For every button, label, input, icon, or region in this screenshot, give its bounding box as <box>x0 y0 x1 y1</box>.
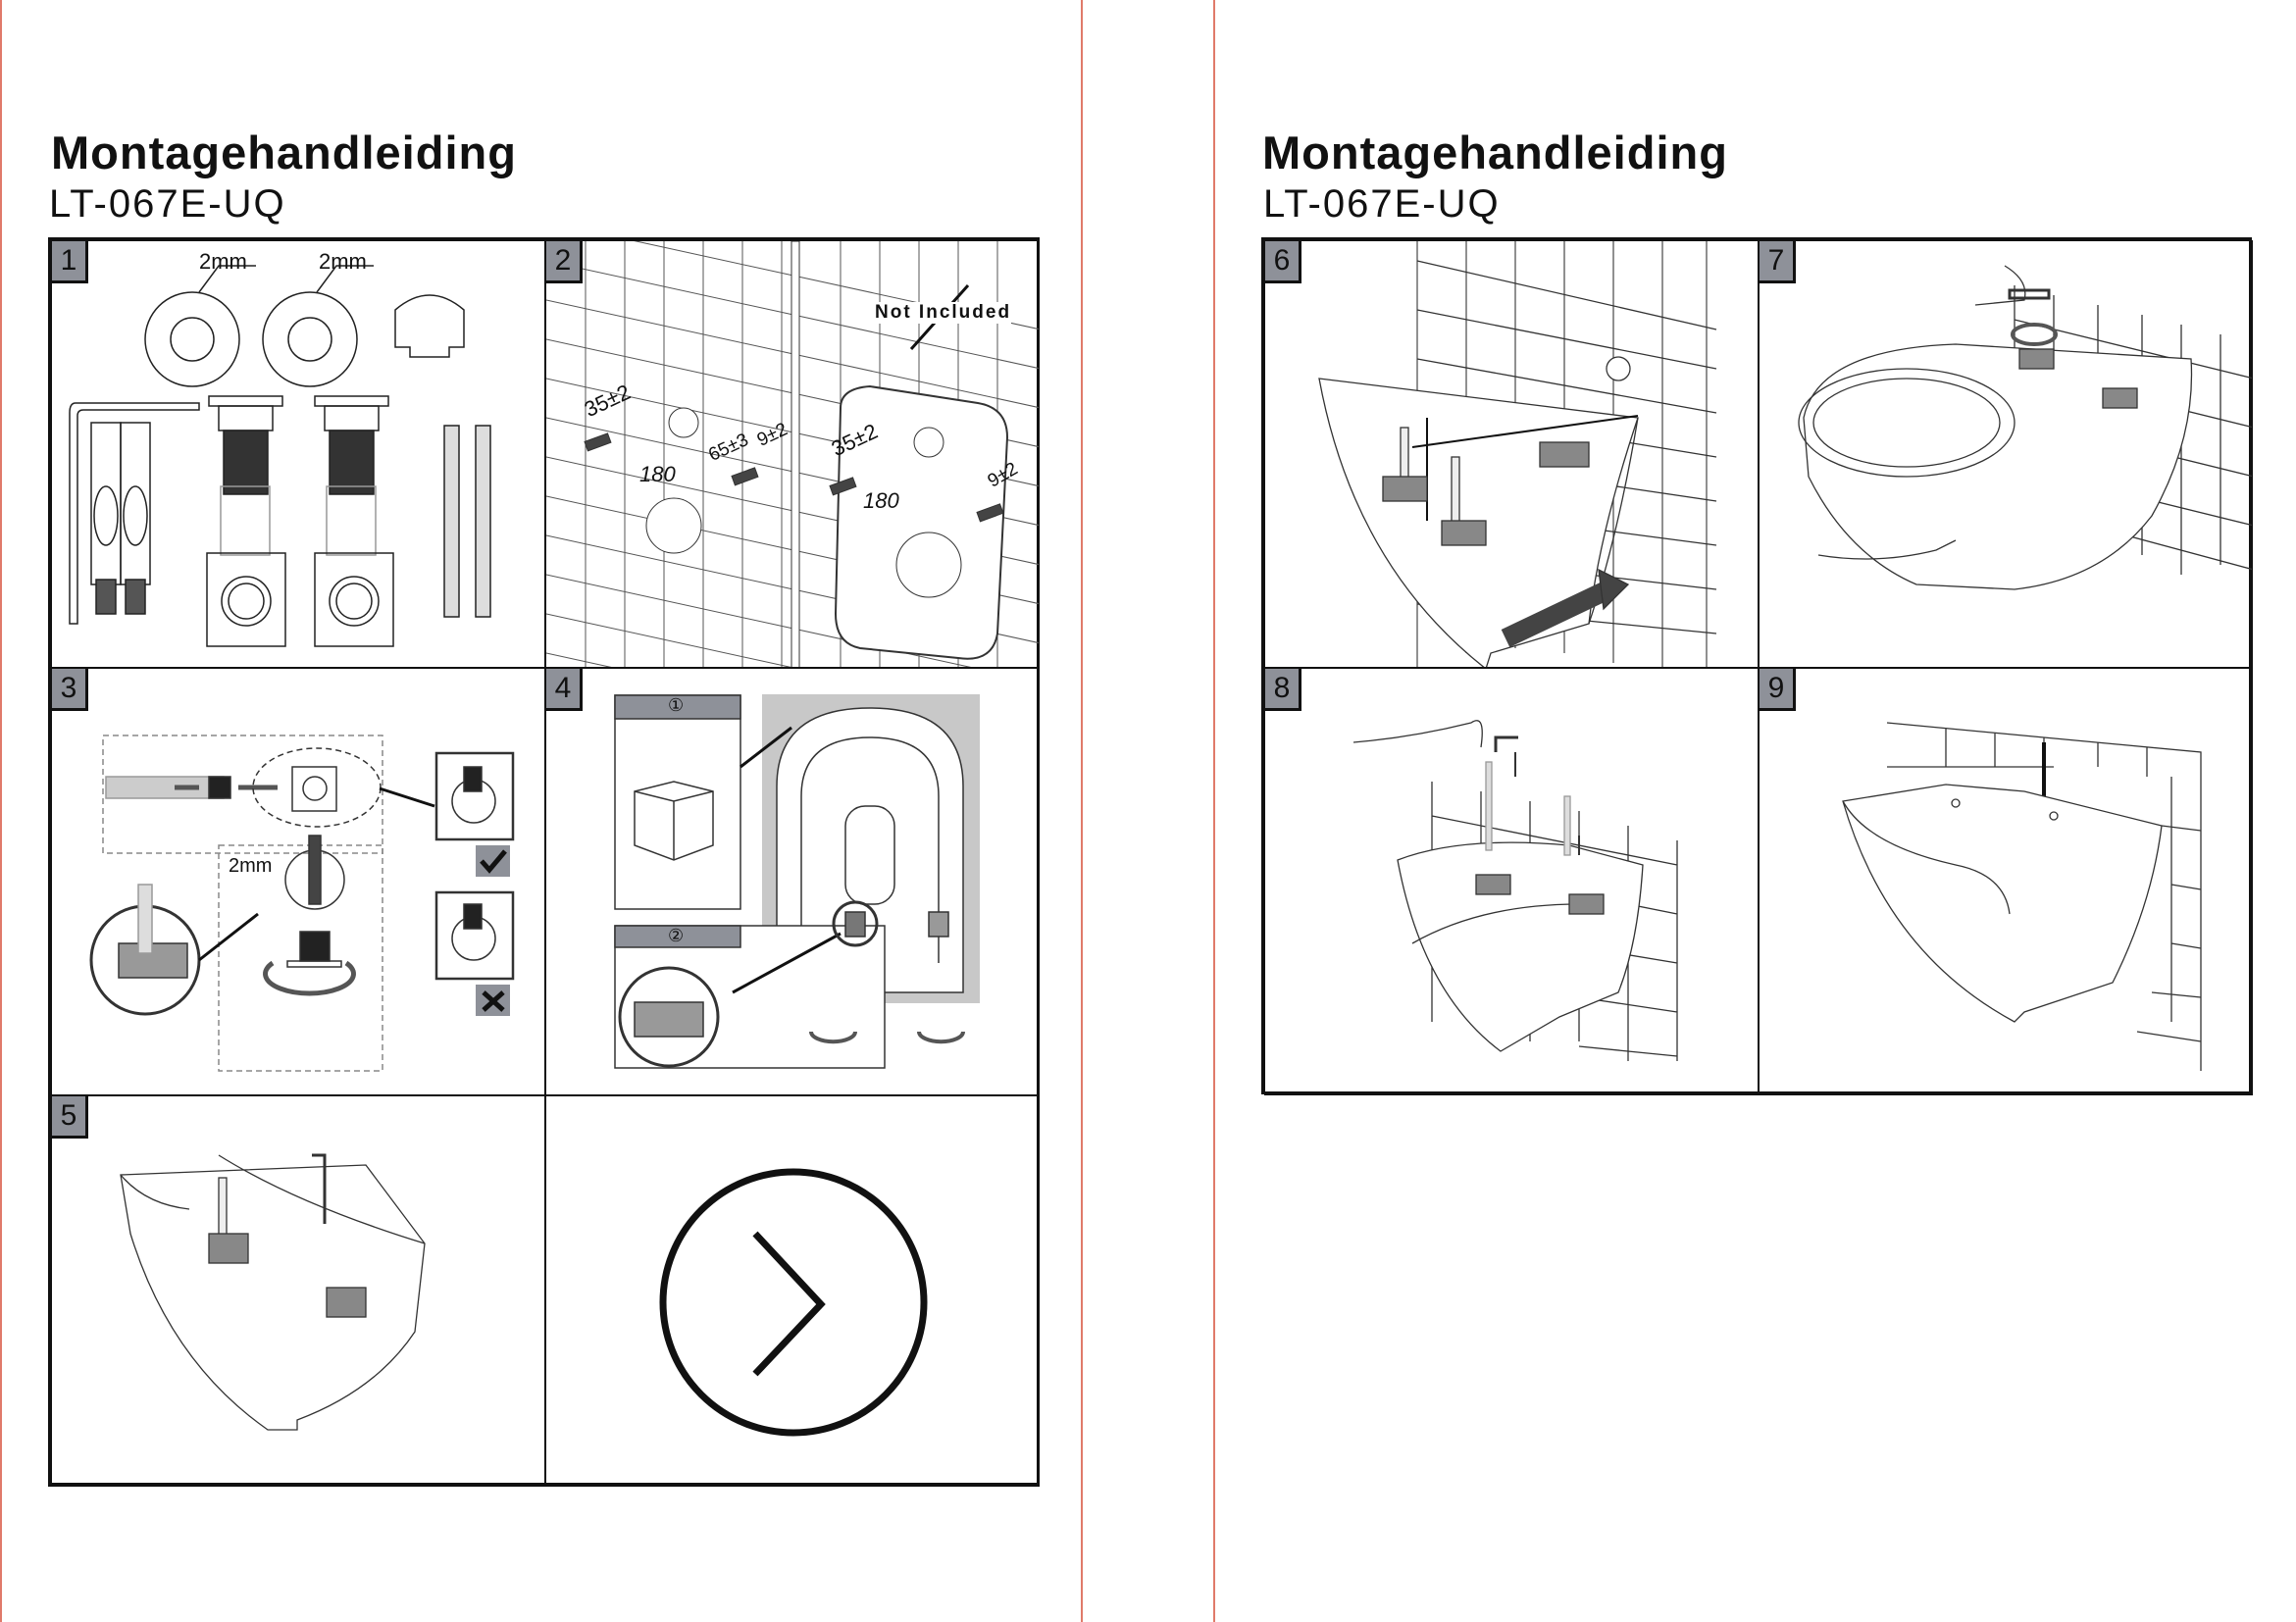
tighten-bolts-illustration <box>1798 265 2252 590</box>
step-number: 6 <box>1265 241 1301 283</box>
model-number: LT-067E-UQ <box>49 182 286 226</box>
wall-studs-illustration <box>546 241 1039 667</box>
sub-step-label: ① <box>668 695 685 715</box>
washer-thickness-label: 2mm <box>229 855 273 877</box>
step-number: 9 <box>1760 669 1796 711</box>
parts-illustration <box>69 265 491 647</box>
step-1-panel: 1 2mm 2mm <box>51 240 545 668</box>
step-6-panel: 6 <box>1264 240 1759 668</box>
step-number: 2 <box>546 241 583 283</box>
steps-grid: 6 7 8 9 <box>1261 237 2253 1095</box>
step-8-panel: 8 <box>1264 668 1759 1095</box>
step-number: 4 <box>546 669 583 711</box>
dimension-label: 180 <box>863 488 899 513</box>
finished-toilet-illustration <box>1842 722 2202 1071</box>
page-title: Montagehandleiding <box>1262 127 1728 178</box>
step-2-panel: 2 Not Included 35±2 180 65±3 9±2 35±2 18… <box>545 240 1040 668</box>
remove-rods-illustration <box>1352 720 1678 1061</box>
dimension-label: 180 <box>639 462 676 486</box>
washer-thickness-label: 2mm <box>199 249 247 274</box>
model-number: LT-067E-UQ <box>1263 182 1501 226</box>
right-page: Montagehandleiding LT-067E-UQ 6 7 <box>1213 0 2296 1622</box>
step-7-panel: 7 <box>1759 240 2253 668</box>
sub-step-label: ② <box>668 926 685 945</box>
washer-thickness-label: 2mm <box>319 249 367 274</box>
page-title: Montagehandleiding <box>51 127 517 178</box>
steps-grid: 1 2mm 2mm 2 Not Included 35±2 180 65±3 9… <box>48 237 1040 1487</box>
step-number: 5 <box>52 1096 88 1139</box>
step-number: 8 <box>1265 669 1301 711</box>
mount-toilet-illustration <box>1318 241 1717 667</box>
step-5-panel: 5 <box>51 1095 545 1484</box>
step-number: 3 <box>52 669 88 711</box>
step-4-panel: 4 ① ② <box>545 668 1040 1095</box>
step-number: 1 <box>52 241 88 283</box>
chevron-right-circle-icon[interactable] <box>546 1096 1040 1484</box>
toilet-top-view-illustration <box>614 694 980 1069</box>
step-3-panel: 3 2mm <box>51 668 545 1095</box>
step-9-panel: 9 <box>1759 668 2253 1095</box>
not-included-label: Not Included <box>875 302 1012 324</box>
next-page-panel <box>545 1095 1040 1484</box>
assembly-illustration <box>89 735 515 1072</box>
toilet-bolts-illustration <box>120 1153 426 1431</box>
step-number: 7 <box>1760 241 1796 283</box>
left-page: Montagehandleiding LT-067E-UQ 1 2mm 2mm <box>0 0 1083 1622</box>
